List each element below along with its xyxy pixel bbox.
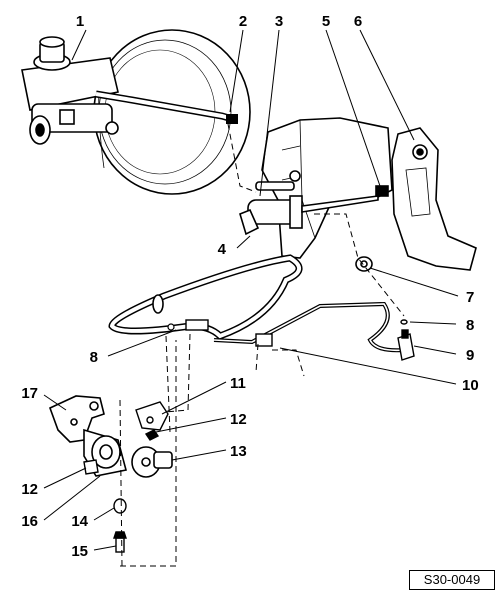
clutch-pipe xyxy=(213,301,405,353)
supply-hose xyxy=(95,90,238,124)
figure-reference: S30-0049 xyxy=(409,570,495,590)
callout-1: 1 xyxy=(76,13,84,30)
pipe-union xyxy=(397,319,415,361)
callout-6: 6 xyxy=(354,13,362,30)
mounting-bracket xyxy=(48,395,105,443)
clutch-hose xyxy=(108,254,303,341)
callout-8a: 8 xyxy=(90,349,98,366)
slave-connector xyxy=(131,446,173,478)
small-parts xyxy=(83,429,160,553)
assembly-lines xyxy=(119,123,405,567)
clutch-pedal xyxy=(391,127,477,271)
callout-3: 3 xyxy=(275,13,283,30)
clutch-master-cylinder xyxy=(239,181,389,236)
callout-4: 4 xyxy=(218,241,227,258)
callout-14: 14 xyxy=(71,513,88,530)
callout-8b: 8 xyxy=(466,317,474,334)
bush xyxy=(355,256,373,272)
callout-16: 16 xyxy=(21,513,38,530)
callout-15: 15 xyxy=(71,543,88,560)
callout-labels: 1 2 3 5 6 4 7 8 8 9 10 11 12 13 17 12 16… xyxy=(21,13,478,560)
callout-13: 13 xyxy=(230,443,247,460)
master-cylinder xyxy=(21,36,119,145)
callout-17: 17 xyxy=(21,385,38,402)
callout-7: 7 xyxy=(466,289,474,306)
brake-servo xyxy=(93,29,251,195)
callout-9: 9 xyxy=(466,347,474,364)
callout-12b: 12 xyxy=(21,481,38,498)
leader-lines xyxy=(43,29,459,551)
callout-5: 5 xyxy=(322,13,330,30)
callout-11: 11 xyxy=(230,375,246,392)
callout-2: 2 xyxy=(239,13,247,30)
callout-12a: 12 xyxy=(230,411,247,428)
callout-10: 10 xyxy=(462,377,479,394)
retaining-clip xyxy=(135,401,169,431)
